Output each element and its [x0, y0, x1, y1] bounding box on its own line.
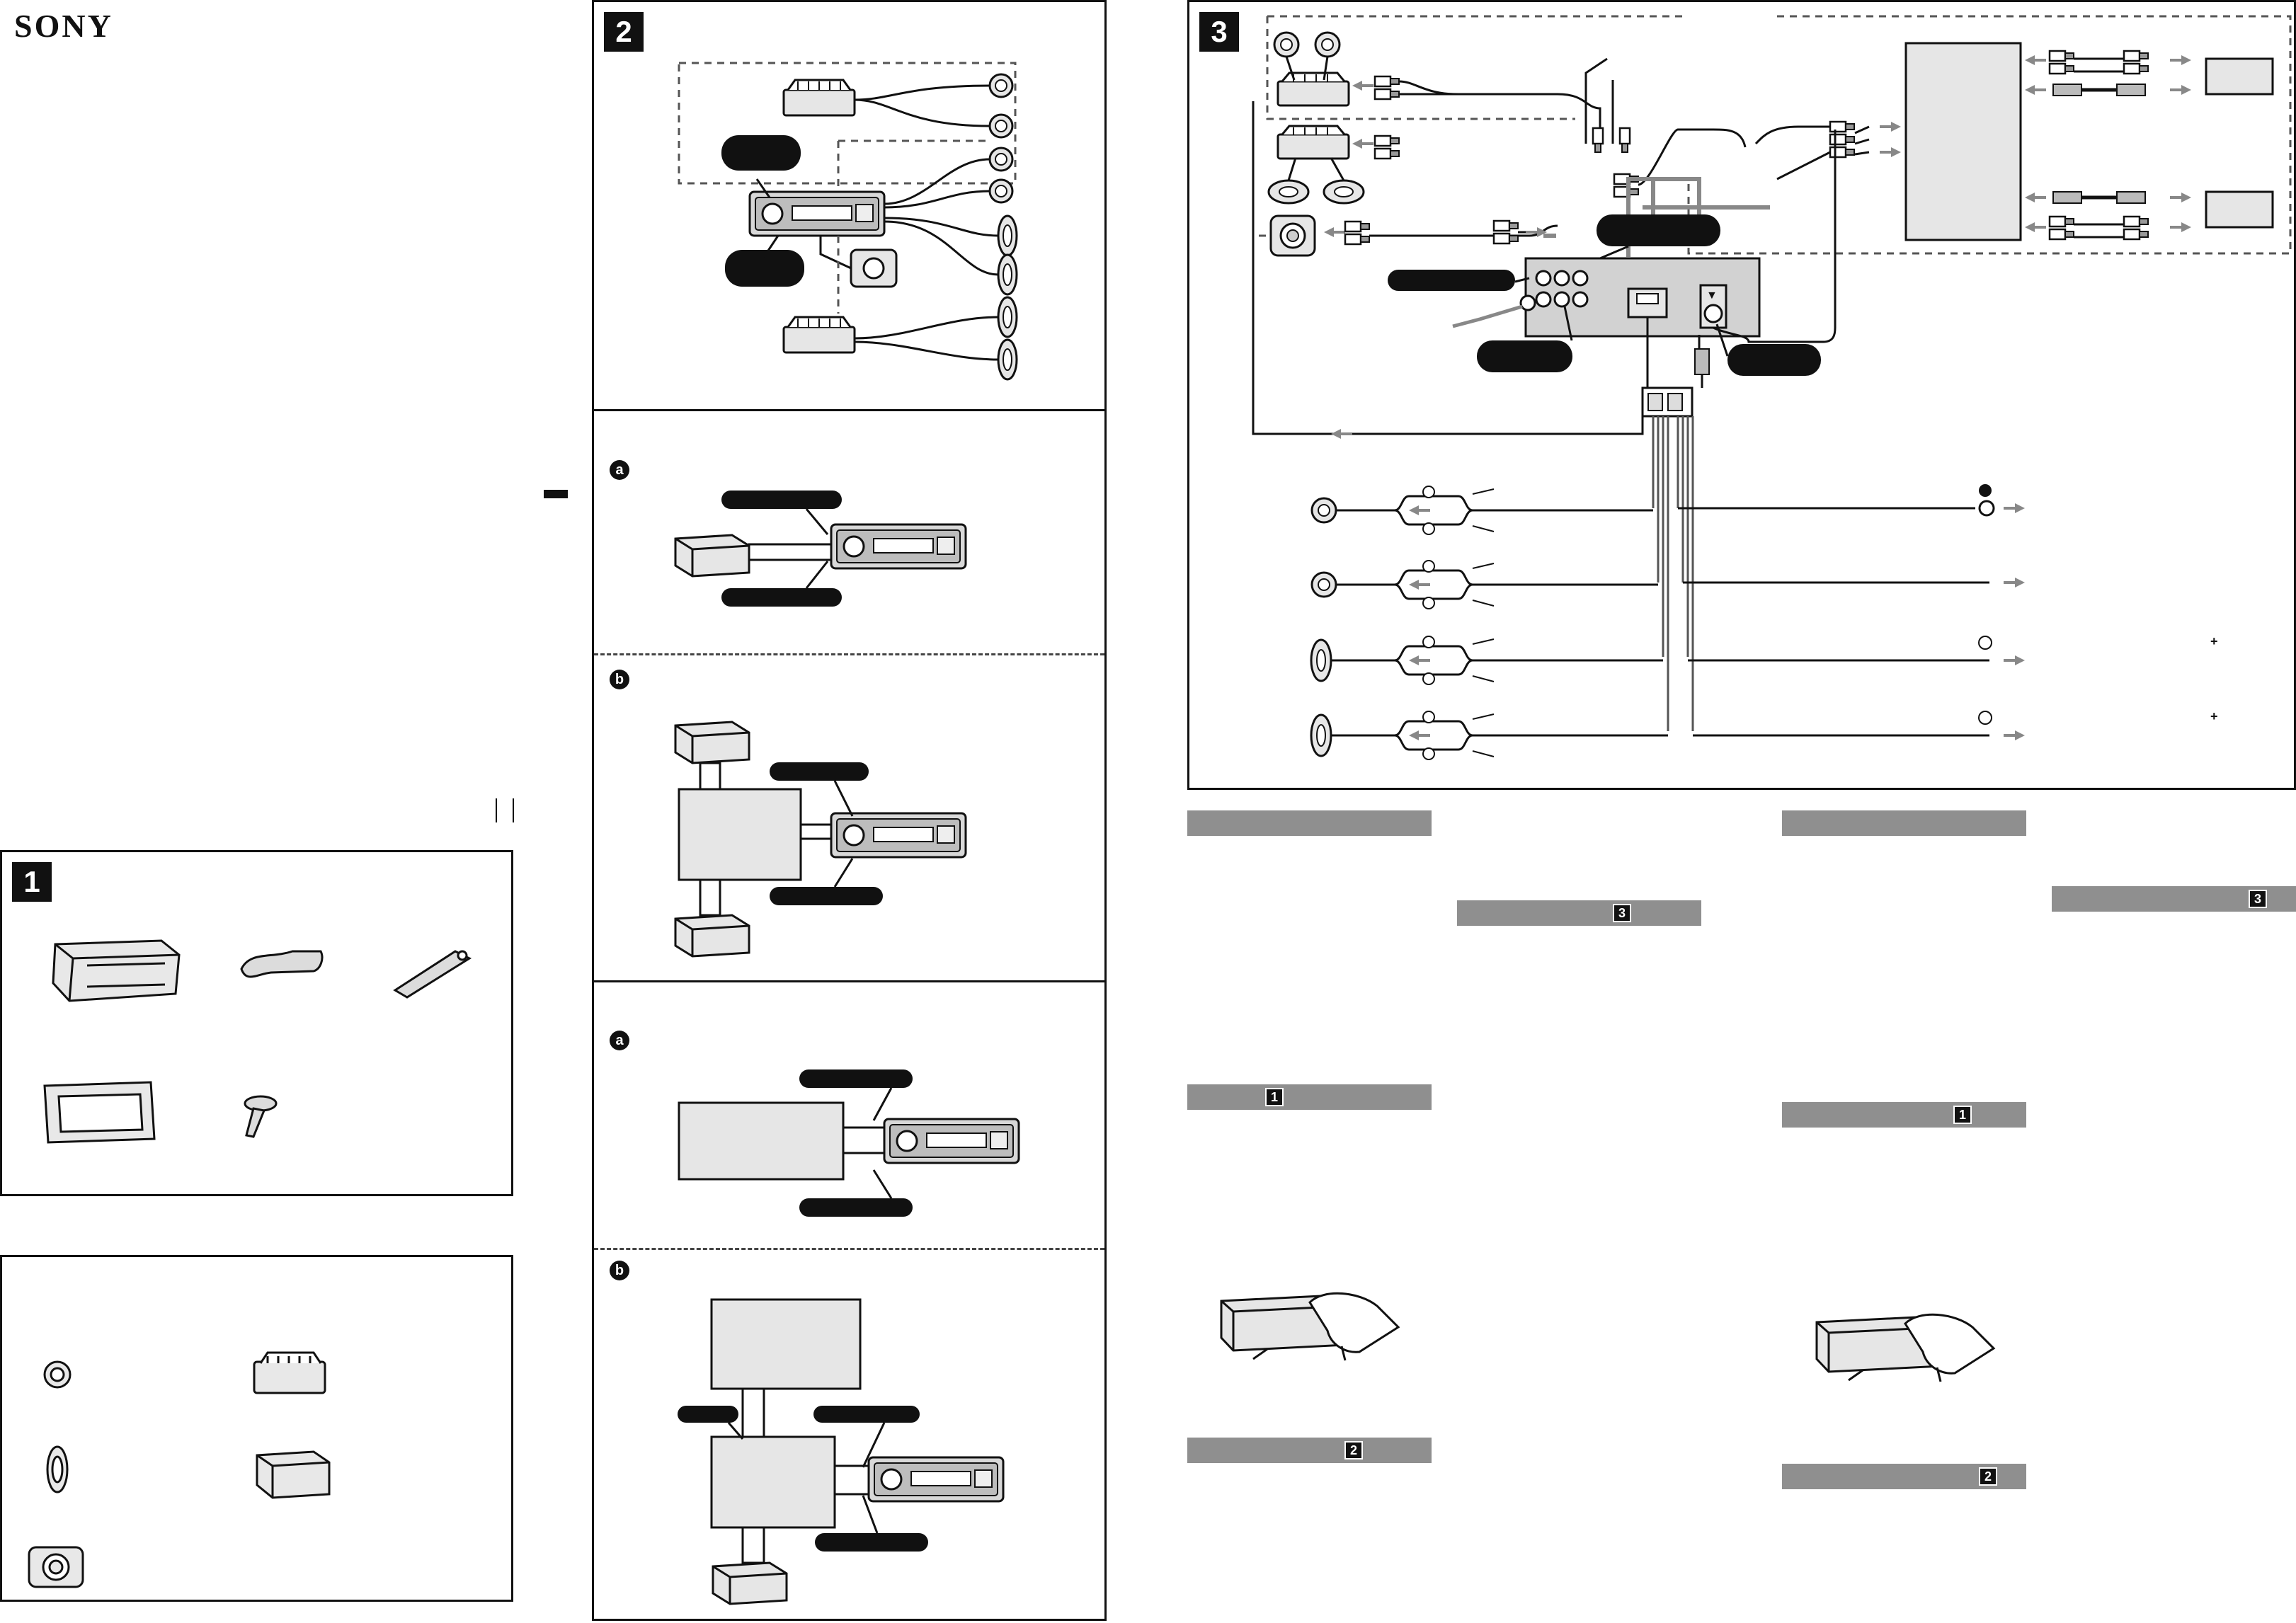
speaker-row-front-left [1310, 486, 1653, 535]
panel-number: 3 [1199, 12, 1239, 52]
section-divider [594, 409, 1104, 411]
section-number: 1 [1265, 1088, 1284, 1106]
wiring-illustration [1252, 15, 2292, 760]
brand-logo: SONY [14, 8, 113, 44]
arrow-glyph: ▼ [1706, 289, 1718, 302]
section-divider-dashed [594, 653, 1104, 655]
section-divider-dashed [594, 1248, 1104, 1250]
panel-system-examples: 2 a b a b [592, 0, 1107, 1621]
extraction-tool-icon [393, 950, 472, 999]
frame-icon [43, 1081, 156, 1144]
plus-symbol: + [2210, 709, 2218, 723]
oval-speaker-icon [46, 1445, 69, 1493]
panel-parts-list: 1 [0, 850, 513, 1196]
mounting-sleeve-icon [52, 939, 181, 1002]
step-marker-b: b [610, 1261, 629, 1280]
page-mark-dash [544, 490, 568, 498]
step-marker-b: b [610, 670, 629, 689]
section-heading-bar: 3 [2052, 886, 2296, 912]
panel-number: 1 [12, 862, 52, 902]
section-heading-bar: 3 [1457, 900, 1701, 926]
section-heading-bar [1187, 810, 1432, 836]
panel-device-legend [0, 1255, 513, 1602]
step-marker-a: a [610, 460, 629, 480]
section-number: 3 [2249, 890, 2267, 908]
device-legend-illustration [28, 1351, 331, 1588]
panel-wiring-diagram: 3 [1187, 0, 2296, 790]
section-heading-bar: 1 [1187, 1084, 1432, 1110]
section-heading-bar [1782, 810, 2026, 836]
step-marker-a: a [610, 1031, 629, 1050]
section-heading-bar: 2 [1782, 1464, 2026, 1489]
plus-symbol: + [2210, 634, 2218, 648]
section-number: 2 [1344, 1441, 1363, 1459]
sleeve-hand-illustration-right [1815, 1313, 1996, 1382]
release-key-icon [240, 950, 324, 978]
section-heading-bar: 2 [1187, 1438, 1432, 1463]
screw-icon [244, 1095, 278, 1138]
minus-symbol: − [2210, 481, 2218, 495]
speaker-row-rear-right [1310, 711, 1668, 760]
speaker-row-front-right [1310, 560, 1658, 609]
section-number: 2 [1979, 1467, 1997, 1486]
amplifier-icon [253, 1351, 326, 1394]
subwoofer-icon [28, 1546, 84, 1588]
section-heading-bar: 1 [1782, 1102, 2026, 1128]
parts-illustration [43, 939, 472, 1144]
section-number: 1 [1953, 1106, 1972, 1124]
round-speaker-icon [43, 1360, 72, 1389]
page-mark-bar-right [513, 798, 514, 822]
speaker-row-rear-left [1310, 636, 1663, 685]
section-number: 3 [1613, 904, 1631, 922]
cd-changer-icon [256, 1450, 331, 1499]
page-mark-bar-left [496, 798, 497, 822]
sleeve-hand-illustration-left [1220, 1292, 1400, 1361]
panel-number: 2 [604, 12, 644, 52]
section-divider [594, 980, 1104, 982]
system-diagrams [674, 62, 1020, 1605]
